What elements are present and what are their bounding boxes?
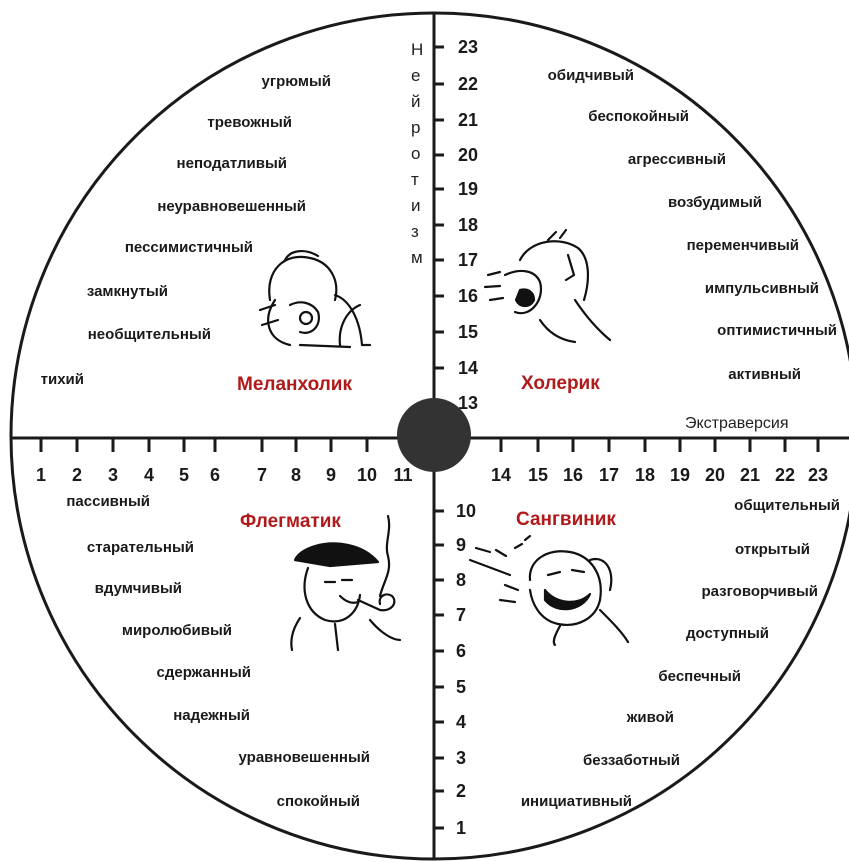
tick-label: 18 bbox=[458, 215, 478, 235]
tick-label: 1 bbox=[36, 465, 46, 485]
trait-label: неуравновешенный bbox=[157, 198, 306, 215]
neuroticism-letter: Н bbox=[411, 40, 423, 59]
tick-label: 2 bbox=[456, 781, 466, 801]
tick-label: 10 bbox=[456, 501, 476, 521]
tick-label: 19 bbox=[458, 179, 478, 199]
trait-label: миролюбивый bbox=[122, 622, 232, 639]
tick-label: 7 bbox=[257, 465, 267, 485]
trait-label: возбудимый bbox=[668, 194, 762, 211]
trait-label: надежный bbox=[173, 707, 250, 724]
trait-label: тихий bbox=[41, 371, 84, 388]
trait-label: вдумчивый bbox=[95, 580, 182, 597]
trait-label: оптимистичный bbox=[717, 322, 837, 339]
tick-label: 19 bbox=[670, 465, 690, 485]
tick-label: 8 bbox=[456, 570, 466, 590]
trait-label: необщительный bbox=[88, 326, 211, 343]
trait-label: импульсивный bbox=[705, 280, 819, 297]
tick-label: 7 bbox=[456, 605, 466, 625]
trait-label: старательный bbox=[87, 539, 194, 556]
tick-label: 5 bbox=[179, 465, 189, 485]
trait-label: угрюмый bbox=[262, 73, 332, 90]
tick-label: 15 bbox=[528, 465, 548, 485]
trait-label: неподатливый bbox=[177, 155, 287, 172]
tick-label: 8 bbox=[291, 465, 301, 485]
neuroticism-letter: з bbox=[411, 222, 419, 241]
neuroticism-letter: о bbox=[411, 144, 420, 163]
tick-label: 4 bbox=[144, 465, 154, 485]
tick-label: 22 bbox=[775, 465, 795, 485]
tick-label: 17 bbox=[599, 465, 619, 485]
trait-label: агрессивный bbox=[628, 151, 726, 168]
tick-label: 14 bbox=[491, 465, 511, 485]
trait-label: спокойный bbox=[277, 793, 360, 810]
tick-label: 9 bbox=[326, 465, 336, 485]
tick-label: 16 bbox=[458, 286, 478, 306]
trait-label: инициативный bbox=[521, 793, 632, 810]
trait-label: живой bbox=[626, 709, 674, 726]
tick-label: 18 bbox=[635, 465, 655, 485]
neuroticism-letter: и bbox=[411, 196, 421, 215]
trait-label: замкнутый bbox=[87, 283, 168, 300]
tick-label: 3 bbox=[456, 748, 466, 768]
extraversion-label: Экстраверсия bbox=[685, 415, 789, 432]
trait-label: тревожный bbox=[207, 114, 292, 131]
trait-label: пессимистичный bbox=[125, 239, 253, 256]
neuroticism-letter: й bbox=[411, 92, 421, 111]
tick-label: 11 bbox=[393, 465, 412, 485]
neuroticism-letter: р bbox=[411, 118, 420, 137]
tick-label: 23 bbox=[458, 37, 478, 57]
trait-label: разговорчивый bbox=[701, 583, 818, 600]
trait-label: открытый bbox=[735, 541, 810, 558]
tick-label: 6 bbox=[456, 641, 466, 661]
tick-label: 21 bbox=[740, 465, 760, 485]
tick-label: 16 bbox=[563, 465, 583, 485]
trait-label: активный bbox=[728, 366, 801, 383]
tick-label: 5 bbox=[456, 677, 466, 697]
tick-label: 15 bbox=[458, 322, 478, 342]
choleric-title: Холерик bbox=[521, 373, 600, 394]
sanguine-title: Сангвиник bbox=[516, 509, 616, 530]
trait-label: беспечный bbox=[658, 668, 741, 685]
tick-label: 17 bbox=[458, 250, 478, 270]
tick-label: 10 bbox=[357, 465, 377, 485]
tick-label: 6 bbox=[210, 465, 220, 485]
neuroticism-letter: т bbox=[411, 170, 419, 189]
trait-label: беззаботный bbox=[583, 752, 680, 769]
neuroticism-letter: е bbox=[411, 66, 420, 85]
center-dot bbox=[397, 398, 471, 472]
trait-label: беспокойный bbox=[588, 108, 689, 125]
tick-label: 20 bbox=[458, 145, 478, 165]
trait-label: уравновешенный bbox=[239, 749, 370, 766]
neuroticism-letter: м bbox=[411, 248, 423, 267]
tick-label: 9 bbox=[456, 535, 466, 555]
tick-label: 21 bbox=[458, 110, 478, 130]
tick-label: 14 bbox=[458, 358, 478, 378]
tick-label: 23 bbox=[808, 465, 828, 485]
trait-label: доступный bbox=[686, 625, 769, 642]
trait-label: пассивный bbox=[66, 493, 150, 510]
tick-label: 2 bbox=[72, 465, 82, 485]
tick-label: 20 bbox=[705, 465, 725, 485]
trait-label: сдержанный bbox=[157, 664, 251, 681]
tick-label: 4 bbox=[456, 712, 466, 732]
trait-label: обидчивый bbox=[548, 67, 634, 84]
tick-label: 3 bbox=[108, 465, 118, 485]
trait-label: переменчивый bbox=[687, 237, 799, 254]
tick-label: 22 bbox=[458, 74, 478, 94]
phlegmatic-title: Флегматик bbox=[240, 511, 341, 532]
tick-label: 1 bbox=[456, 818, 466, 838]
trait-label: общительный bbox=[734, 497, 840, 514]
melancholic-title: Меланхолик bbox=[237, 374, 352, 395]
